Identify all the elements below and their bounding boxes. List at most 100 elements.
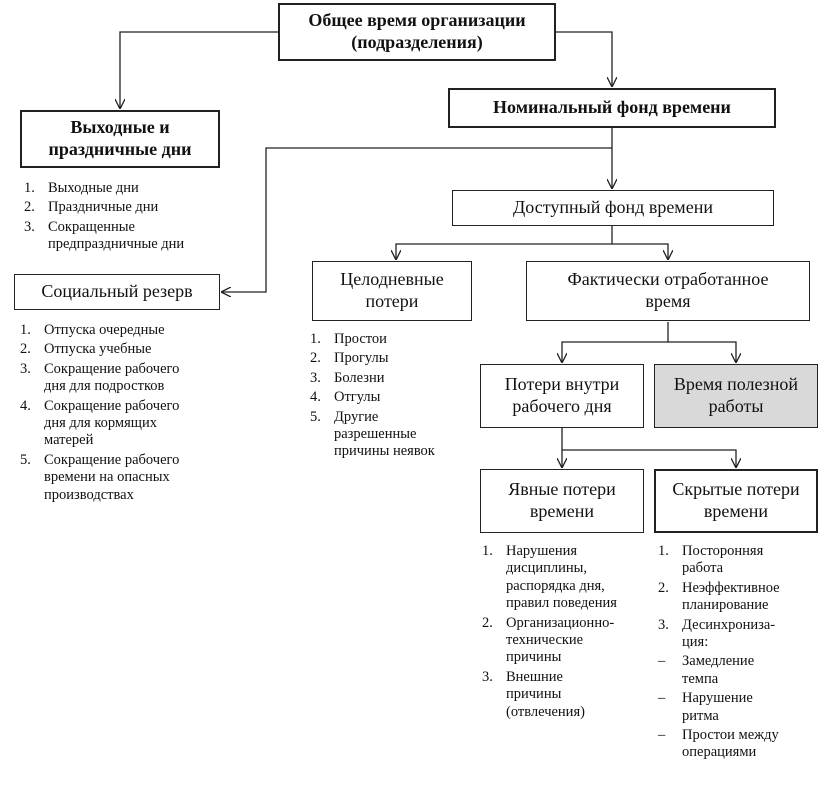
box-weekends: Выходные и праздничные дни <box>20 110 220 168</box>
list-item-text: Отгулы <box>334 389 381 406</box>
list-item-text: Замедление <box>682 653 755 670</box>
list-item-marker: 2. <box>658 579 669 596</box>
box-line: Общее время организации <box>308 10 526 31</box>
list-item-marker: 2. <box>310 350 321 367</box>
list-item: 1. Выходные дни <box>24 180 234 197</box>
list-item-marker: 3. <box>310 369 321 386</box>
list-item-text: дисциплины, <box>506 560 587 577</box>
box-line: потери <box>365 291 419 311</box>
box-line: Выходные и <box>70 117 170 138</box>
box-line: Целодневные <box>340 269 444 290</box>
list-item-marker: 3. <box>658 616 669 633</box>
list-item-text: технические <box>506 631 584 648</box>
arrow-available-to-actual <box>612 243 668 259</box>
list-item-marker: 1. <box>20 322 31 338</box>
arrow-intraday-to-hidden <box>562 449 736 467</box>
box-line: праздничные дни <box>48 139 192 159</box>
list-item-text: операциями <box>682 744 757 761</box>
list-item-text: Отпуска учебные <box>44 341 152 358</box>
list-item-marker: – <box>658 690 666 707</box>
list-item-marker: 2. <box>482 614 493 631</box>
list-social-reserve: 1. Отпуска очередные 2. Отпуска учебные 3.Со… <box>20 322 230 506</box>
box-line: времени <box>703 501 769 521</box>
box-line: рабочего дня <box>512 396 612 416</box>
list-item-marker: 2. <box>20 341 31 358</box>
box-line: работы <box>708 396 764 416</box>
list-item-text: распорядка дня, <box>506 577 605 594</box>
box-nominal-fund: Номинальный фонд времени <box>448 88 776 128</box>
box-line: Номинальный фонд времени <box>493 97 731 118</box>
list-item-text: Нарушения <box>506 543 578 559</box>
box-explicit-losses: Явные потери времени <box>480 469 644 533</box>
list-item-marker: 1. <box>658 543 669 559</box>
list-item-text: матерей <box>44 432 94 449</box>
box-line: Социальный резерв <box>41 281 193 302</box>
box-hidden-losses: Скрытые потери времени <box>654 469 818 533</box>
list-item-text: Сокращение рабочего <box>44 397 180 414</box>
box-full-day-losses: Целодневные потери <box>312 261 472 321</box>
box-line: Фактически отработанное <box>567 269 769 290</box>
list-item: 2. Отпуска учебные <box>20 341 230 358</box>
arrow-total-to-weekends <box>120 31 278 108</box>
list-item-text: Отпуска очередные <box>44 322 165 338</box>
list-item-marker: 5. <box>310 408 321 425</box>
box-social-reserve: Социальный резерв <box>14 274 220 310</box>
list-item: 2. Прогулы <box>310 350 480 367</box>
box-line: Явные потери <box>508 479 616 500</box>
list-item-marker: 3. <box>24 218 35 235</box>
arrow-actual-to-intraday <box>562 322 669 362</box>
list-item: 3. Болезни <box>310 370 480 387</box>
list-item-text: Выходные дни <box>48 180 139 196</box>
box-useful-work: Время полезной работы <box>654 364 818 428</box>
list-item-text: производствах <box>44 486 134 503</box>
list-item-text: работа <box>682 560 724 577</box>
list-item-marker: – <box>658 653 666 670</box>
list-item-text: Простои <box>334 331 387 347</box>
box-actually-worked: Фактически отработанное время <box>526 261 810 321</box>
list-item: 4. Отгулы <box>310 389 480 406</box>
box-intraday-losses: Потери внутри рабочего дня <box>480 364 644 428</box>
list-item-text: Сокращение рабочего <box>44 360 180 377</box>
list-item-marker: 1. <box>482 543 493 559</box>
list-item-marker: 3. <box>482 668 493 685</box>
list-item-text: Десинхрониза- <box>682 616 776 633</box>
list-item-text: Прогулы <box>334 350 389 367</box>
list-item-text: Посторонняя <box>682 543 764 559</box>
box-total-time: Общее время организации (подразделения) <box>278 3 556 61</box>
list-item-text: Простои между <box>682 726 779 743</box>
list-item-text: дня для подростков <box>44 378 165 395</box>
list-item-marker: – <box>658 726 666 743</box>
list-item-text: Внешние <box>506 668 563 685</box>
box-line: Потери внутри <box>504 374 620 395</box>
list-item-marker: 1. <box>24 180 35 196</box>
list-item-text: темпа <box>682 670 719 687</box>
list-item-marker: 4. <box>310 389 321 406</box>
list-item-text: Организационно- <box>506 614 615 631</box>
list-item-text: (отвлечения) <box>506 703 585 720</box>
list-item-text: времени на опасных <box>44 469 170 486</box>
list-item: 1. Отпуска очередные <box>20 322 230 339</box>
box-line: время <box>645 291 691 311</box>
list-item-text: Болезни <box>334 369 385 386</box>
list-item-text: Нарушение <box>682 690 753 707</box>
list-item-text: причины <box>506 649 562 666</box>
list-item: 2.Праздничные дни <box>24 199 234 216</box>
list-item-text: Сокращение рабочего <box>44 451 180 468</box>
list-item-text: Праздничные дни <box>48 199 159 216</box>
list-item-text: ция: <box>682 633 709 650</box>
box-line: времени <box>529 501 595 521</box>
list-item-text: правил поведения <box>506 595 617 612</box>
box-line: (подразделения) <box>351 32 483 52</box>
list-item-text: причины <box>506 686 562 703</box>
box-line: Скрытые потери <box>672 479 800 500</box>
